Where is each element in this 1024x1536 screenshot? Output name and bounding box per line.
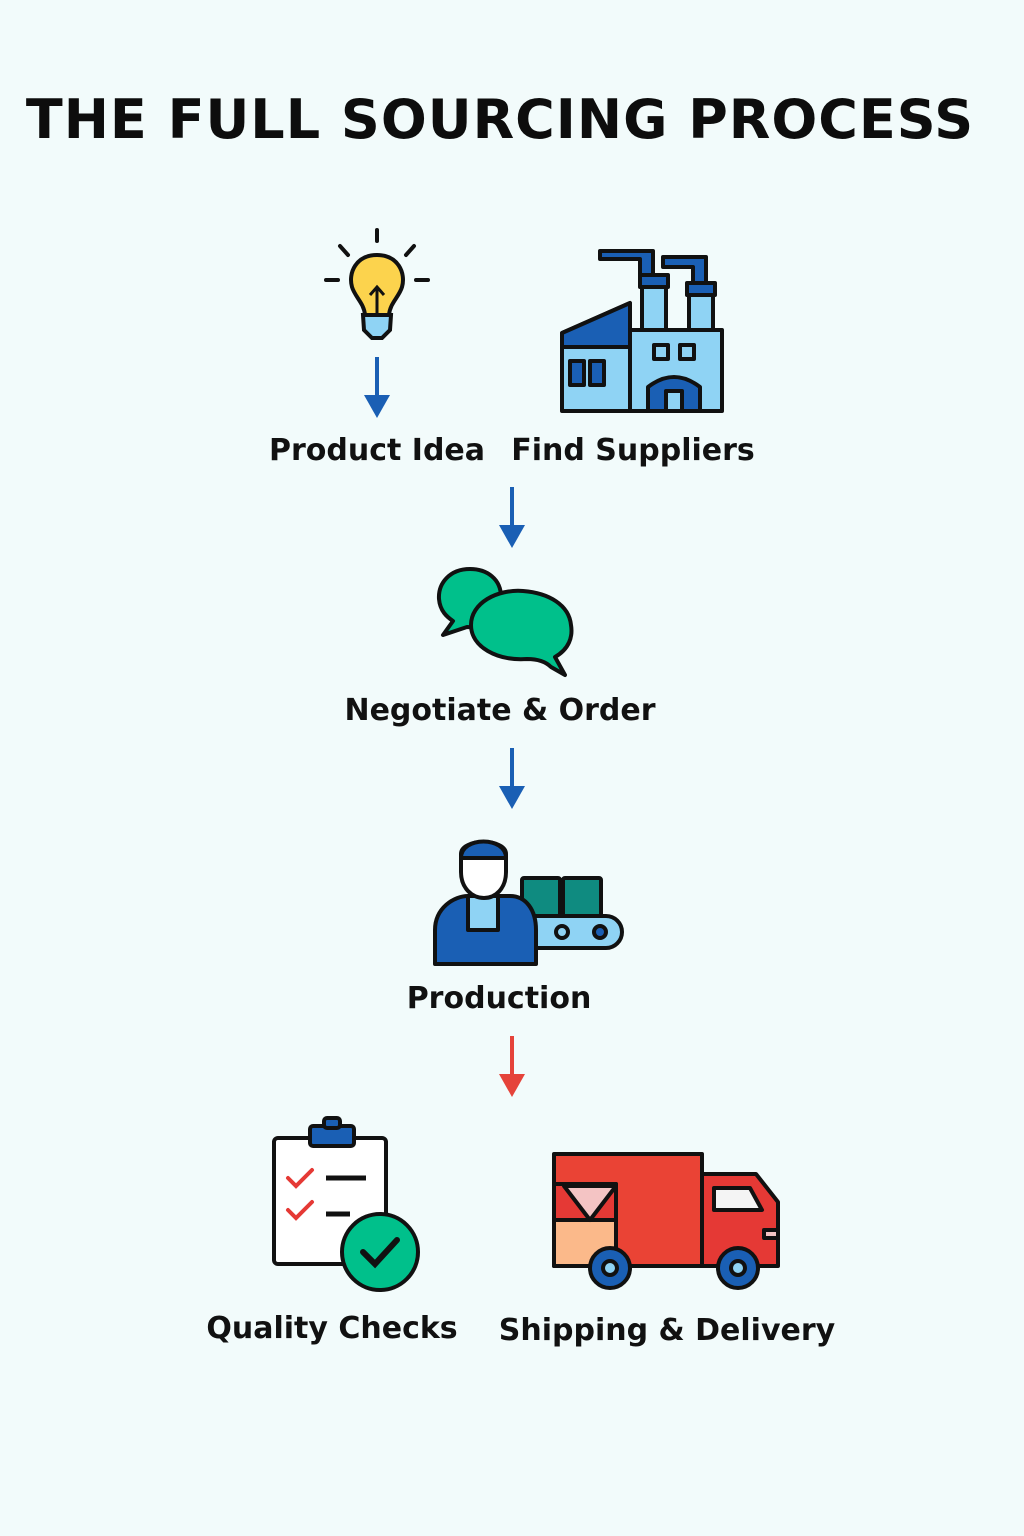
step-label-find-suppliers: Find Suppliers [511, 433, 755, 468]
checklist-icon [272, 1116, 420, 1292]
arrow-down-icon [499, 487, 525, 548]
step-label-quality-checks: Quality Checks [206, 1311, 458, 1346]
step-label-shipping-delivery: Shipping & Delivery [498, 1313, 836, 1348]
arrow-down-icon [499, 1036, 525, 1097]
step-label-product-idea: Product Idea [268, 433, 486, 468]
chat-bubbles-icon [436, 567, 574, 677]
factory-icon [560, 249, 724, 413]
lightbulb-icon [324, 228, 430, 340]
worker-conveyor-icon [433, 839, 624, 966]
step-label-production: Production [406, 981, 592, 1016]
arrow-down-icon [364, 357, 390, 418]
delivery-truck-icon [552, 1152, 780, 1290]
page-title: THE FULL SOURCING PROCESS [25, 88, 975, 151]
step-label-negotiate-order: Negotiate & Order [344, 693, 656, 728]
arrow-down-icon [499, 748, 525, 809]
